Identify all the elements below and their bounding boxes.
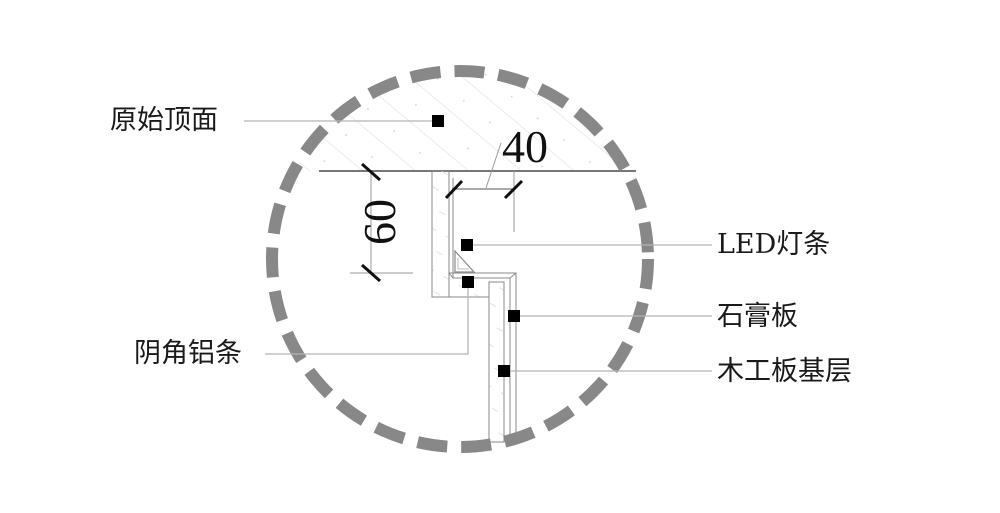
inside-corner-aluminum-strip xyxy=(454,249,476,273)
marker-led-strip xyxy=(461,239,473,251)
dimension-60 xyxy=(350,162,413,283)
label-inside-corner-aluminum: 阴角铝条 xyxy=(134,338,242,369)
gypsum-board-profile xyxy=(448,171,517,442)
label-led-strip: LED灯条 xyxy=(717,229,831,260)
dimension-text-40: 40 xyxy=(502,121,548,172)
detail-circle xyxy=(266,65,654,453)
leader-lines xyxy=(244,120,712,372)
marker-plywood-base xyxy=(498,365,510,377)
leader-markers xyxy=(432,115,520,377)
marker-gypsum-board xyxy=(508,310,520,322)
label-gypsum-board: 石膏板 xyxy=(717,301,798,332)
marker-inside-corner-aluminum xyxy=(462,276,474,288)
marker-original-ceiling xyxy=(432,115,444,127)
label-plywood-base: 木工板基层 xyxy=(717,356,852,387)
plywood-base-profile xyxy=(431,170,505,443)
dimension-40 xyxy=(444,142,524,232)
label-original-ceiling: 原始顶面 xyxy=(110,105,218,136)
dimension-text-60: 60 xyxy=(354,199,405,245)
